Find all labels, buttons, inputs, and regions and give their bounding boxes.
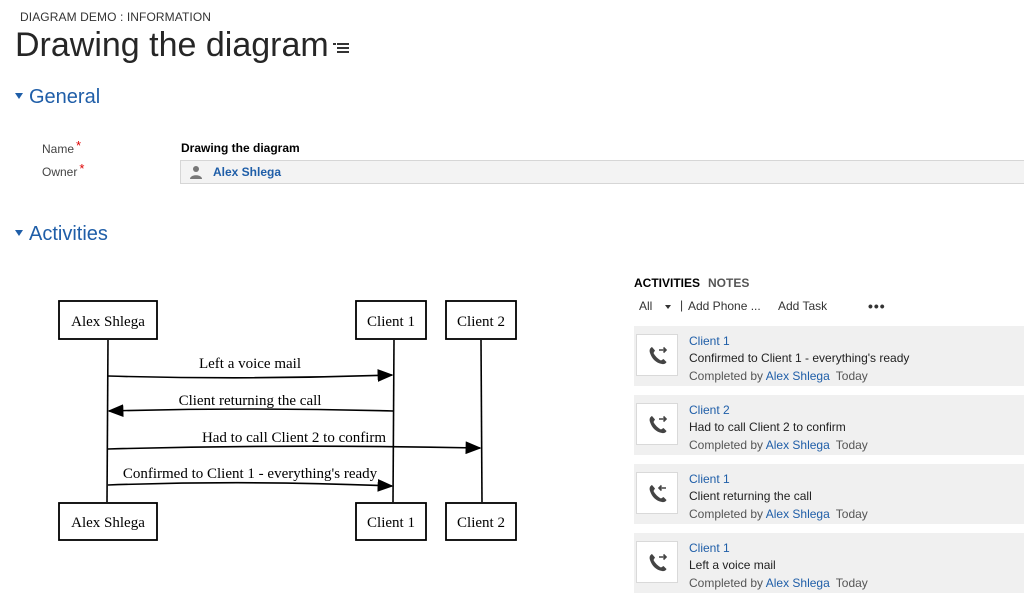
collapse-triangle-icon <box>15 92 23 99</box>
name-label: Name* <box>42 138 82 156</box>
participant-box: Alex Shlega <box>58 502 158 541</box>
activity-date: Today <box>835 507 868 521</box>
activity-regarding-link[interactable]: Client 2 <box>689 403 730 417</box>
phone-call-outgoing-icon <box>636 334 678 376</box>
activity-regarding-link[interactable]: Client 1 <box>689 334 730 348</box>
message-arrow <box>107 441 482 455</box>
activity-subject: Client returning the call <box>689 489 812 503</box>
activity-subject: Confirmed to Client 1 - everything's rea… <box>689 351 910 365</box>
lifeline <box>392 339 395 503</box>
activity-date: Today <box>835 369 868 383</box>
activity-subject: Had to call Client 2 to confirm <box>689 420 846 434</box>
owner-label: Owner* <box>42 161 85 179</box>
activity-regarding-link[interactable]: Client 1 <box>689 541 730 555</box>
activity-item[interactable]: Client 2 Had to call Client 2 to confirm… <box>634 395 1024 455</box>
participant-label: Client 2 <box>457 515 505 531</box>
toolbar-separator: | <box>680 298 684 312</box>
activity-date: Today <box>835 576 868 590</box>
activity-subject: Left a voice mail <box>689 558 776 572</box>
activity-owner-link[interactable]: Alex Shlega <box>765 369 830 383</box>
filter-select[interactable]: All <box>639 299 653 313</box>
message-arrow <box>107 369 394 382</box>
activity-item[interactable]: Client 1 Client returning the call Compl… <box>634 464 1024 524</box>
section-activities-header[interactable]: Activities <box>15 223 108 246</box>
name-field[interactable]: Drawing the diagram <box>181 141 300 155</box>
section-activities-title: Activities <box>29 223 108 245</box>
add-task-button[interactable]: Add Task <box>778 299 828 313</box>
tab-notes[interactable]: NOTES <box>708 276 750 290</box>
participant-label: Client 1 <box>367 515 415 531</box>
activity-owner-link[interactable]: Alex Shlega <box>765 438 830 452</box>
user-icon <box>190 166 202 179</box>
phone-call-outgoing-icon <box>636 403 678 445</box>
participant-box: Alex Shlega <box>58 300 158 340</box>
owner-lookup-field[interactable] <box>180 160 1024 184</box>
message-arrow <box>107 478 394 492</box>
activity-item[interactable]: Client 1 Confirmed to Client 1 - everyth… <box>634 326 1024 386</box>
section-general-title: General <box>29 86 101 108</box>
required-marker: * <box>76 138 82 153</box>
required-marker: * <box>79 161 85 176</box>
message-label: Had to call Client 2 to confirm <box>202 430 386 446</box>
tab-activities[interactable]: ACTIVITIES <box>634 276 701 290</box>
more-actions-button[interactable]: ••• <box>868 298 886 314</box>
participant-label: Client 2 <box>457 314 505 330</box>
participant-box: Client 1 <box>355 502 427 541</box>
activity-regarding-link[interactable]: Client 1 <box>689 472 730 486</box>
lifeline <box>106 339 109 503</box>
message-label: Client returning the call <box>179 393 322 409</box>
participant-label: Alex Shlega <box>71 515 145 531</box>
phone-call-incoming-icon <box>636 472 678 514</box>
activity-owner-link[interactable]: Alex Shlega <box>765 507 830 521</box>
breadcrumb: DIAGRAM DEMO : INFORMATION <box>20 10 212 24</box>
form-menu-icon[interactable] <box>332 39 350 55</box>
page-title: Drawing the diagram <box>15 26 329 64</box>
phone-call-outgoing-icon <box>636 541 678 583</box>
activity-owner-link[interactable]: Alex Shlega <box>765 576 830 590</box>
sequence-diagram: Alex Shlega Client 1 Client 2 Left a voi… <box>58 300 517 541</box>
participant-label: Alex Shlega <box>71 314 145 330</box>
section-general-header[interactable]: General <box>15 86 100 109</box>
activity-date: Today <box>835 438 868 452</box>
chevron-down-icon[interactable] <box>665 305 671 309</box>
message-label: Confirmed to Client 1 - everything's rea… <box>123 466 378 482</box>
message-arrow <box>107 404 394 417</box>
add-phone-call-button[interactable]: Add Phone ... <box>688 299 761 313</box>
lifeline <box>480 339 483 503</box>
participant-box: Client 2 <box>445 300 517 340</box>
collapse-triangle-icon <box>15 229 23 236</box>
owner-link[interactable]: Alex Shlega <box>213 165 282 179</box>
message-label: Left a voice mail <box>199 356 301 372</box>
participant-box: Client 1 <box>355 300 427 340</box>
activity-item[interactable]: Client 1 Left a voice mail Completed by … <box>634 533 1024 593</box>
participant-label: Client 1 <box>367 314 415 330</box>
participant-box: Client 2 <box>445 502 517 541</box>
